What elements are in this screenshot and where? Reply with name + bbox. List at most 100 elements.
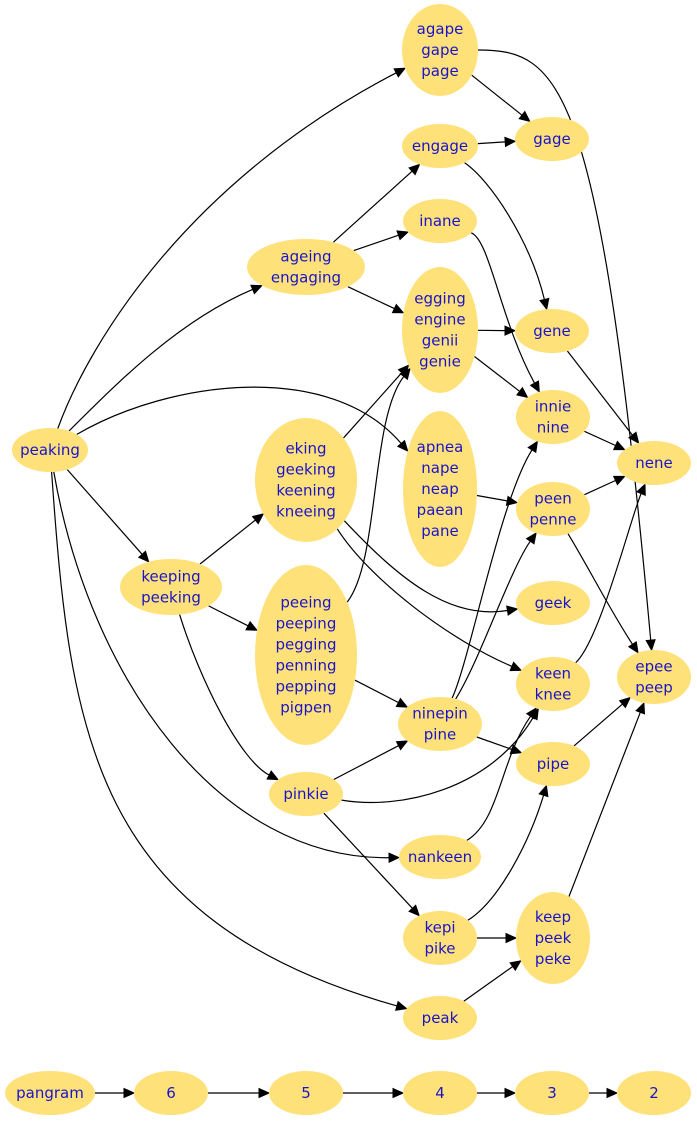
node-r6: 6	[134, 1071, 208, 1115]
node-ellipse	[515, 1071, 589, 1115]
arrowhead	[509, 661, 523, 672]
node-gene: gene	[515, 309, 589, 353]
edge-eking-to-keen	[336, 528, 523, 672]
node-ellipse	[398, 697, 482, 751]
edge-line	[76, 386, 402, 444]
edge-ninepin-to-peen	[455, 532, 537, 700]
arrowhead	[137, 550, 150, 563]
arrowhead	[518, 110, 531, 123]
node-label: geeking	[276, 461, 336, 479]
node-r2: 2	[617, 1071, 691, 1115]
edge-line	[66, 469, 143, 555]
edge-line	[568, 712, 641, 897]
edge-line	[343, 372, 403, 439]
arrowhead	[393, 67, 407, 78]
node-label: eking	[285, 440, 326, 458]
node-ellipse	[516, 482, 590, 536]
node-ellipse	[617, 441, 691, 485]
arrowhead	[527, 440, 539, 454]
node-label: neap	[421, 480, 458, 498]
node-label: peep	[635, 679, 673, 697]
node-ellipse	[5, 1071, 95, 1115]
node-ellipse	[269, 772, 343, 816]
node-ellipse	[402, 267, 478, 393]
node-ellipse	[399, 835, 481, 879]
edge-peaking-to-apnea	[76, 386, 409, 453]
edge-gene-to-nene	[566, 350, 640, 444]
arrowhead	[392, 1087, 405, 1099]
arrowhead	[635, 701, 646, 715]
node-label: paean	[417, 501, 464, 519]
edge-peeing-to-ninepin	[354, 679, 409, 708]
node-ellipse	[403, 911, 477, 965]
node-label: innie	[535, 398, 572, 416]
node-ellipse	[515, 117, 589, 161]
edge-pipe-to-epee	[573, 696, 632, 747]
node-label: keep	[535, 908, 571, 926]
edge-line	[353, 234, 399, 252]
edge-kepi-to-pipe	[467, 784, 549, 921]
node-label: keeping	[141, 568, 200, 586]
node-label: peek	[535, 929, 572, 947]
node-label: kneeing	[276, 503, 336, 521]
node-ellipse	[255, 565, 357, 745]
arrowhead	[504, 136, 517, 148]
node-label: penne	[530, 511, 577, 529]
edge-ninepin-to-pipe	[476, 736, 523, 755]
arrowhead	[539, 297, 550, 311]
arrowhead	[395, 697, 409, 708]
edge-peak-to-keep	[463, 960, 522, 1002]
edge-line	[333, 745, 399, 781]
node-r5: 5	[269, 1071, 343, 1115]
edge-line	[567, 533, 634, 645]
arrowhead	[612, 475, 626, 486]
edge-keeping-to-peeing	[208, 605, 259, 631]
edge-line	[68, 288, 253, 432]
edge-ageing-to-engage	[332, 163, 421, 243]
edge-kepi-to-keep	[477, 932, 518, 944]
arrowhead	[258, 1087, 271, 1099]
arrowhead	[606, 1087, 619, 1099]
node-label: nankeen	[408, 848, 472, 866]
node-label: 2	[649, 1084, 659, 1102]
node-label: genii	[422, 332, 459, 350]
node-label: 4	[435, 1084, 445, 1102]
edge-r3-to-r2	[589, 1087, 619, 1099]
node-label: gape	[421, 41, 458, 59]
arrowhead	[529, 380, 540, 393]
node-pipe: pipe	[516, 742, 590, 786]
edge-peen-to-nene	[584, 475, 626, 496]
edge-keeping-to-pinkie	[179, 614, 280, 781]
node-label: page	[421, 62, 458, 80]
edge-ninepin-to-innie	[451, 440, 539, 699]
edge-peeing-to-egging	[346, 367, 411, 603]
node-label: engage	[412, 137, 468, 155]
arrowhead	[395, 740, 409, 751]
edge-eking-to-egging	[343, 364, 410, 439]
edge-peaking-to-agape	[57, 67, 407, 429]
edge-r4-to-r3	[477, 1087, 517, 1099]
edge-line	[51, 471, 398, 1007]
node-label: peeing	[280, 594, 331, 612]
arrowhead	[509, 744, 523, 755]
node-label: engine	[414, 311, 465, 329]
node-gage: gage	[515, 117, 589, 161]
node-label: 3	[547, 1084, 557, 1102]
node-inane: inane	[403, 199, 477, 243]
node-label: penning	[276, 657, 337, 675]
edge-keep-to-epee	[568, 701, 646, 897]
node-ellipse	[515, 309, 589, 353]
edge-line	[476, 736, 512, 750]
arrowhead	[250, 284, 263, 295]
edge-line	[584, 430, 616, 447]
node-label: apnea	[417, 438, 464, 456]
arrowhead	[525, 707, 537, 720]
edge-line	[323, 812, 413, 909]
node-label: kepi	[424, 919, 455, 937]
node-ellipse	[402, 4, 478, 96]
edge-line	[455, 540, 531, 700]
